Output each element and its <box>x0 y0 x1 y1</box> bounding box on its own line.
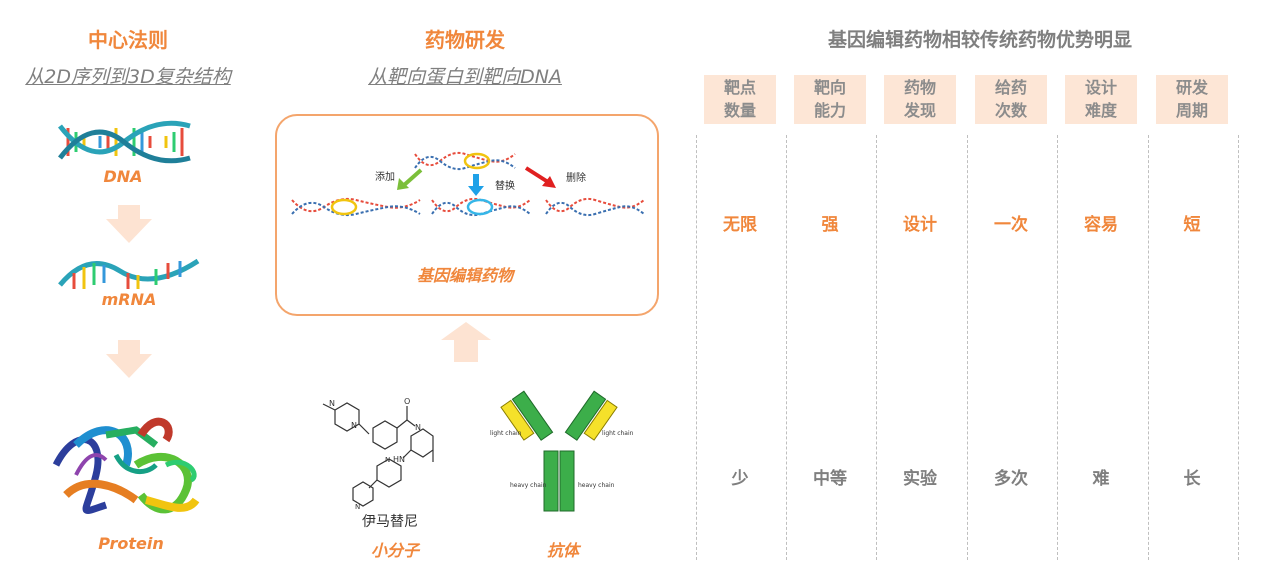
column-header-line: 靶向 <box>813 78 846 97</box>
column-divider <box>786 135 787 560</box>
column-divider <box>876 135 877 560</box>
gene-editing-value: 无限 <box>723 215 757 235</box>
column-header-line: 能力 <box>813 101 846 120</box>
column-header-line: 研发 <box>1175 78 1208 97</box>
traditional-drug-value: 实验 <box>903 469 937 489</box>
add-label: 添加 <box>375 172 395 183</box>
added-dna-image <box>291 197 421 217</box>
small-molecule-label: 小分子 <box>370 541 419 560</box>
central-dogma-title: 中心法则 <box>88 28 168 52</box>
antibody-image: light chain light chain heavy chain heav… <box>490 390 634 512</box>
column-header: 靶点数量 <box>704 75 776 124</box>
column-divider <box>696 135 697 560</box>
column-header-line: 次数 <box>994 101 1027 120</box>
svg-text:N: N <box>351 421 357 430</box>
column-header-line: 数量 <box>723 101 756 120</box>
svg-text:N: N <box>415 423 421 432</box>
column-header-line: 发现 <box>903 101 936 120</box>
gene-editing-value: 短 <box>1183 215 1201 235</box>
replace-label: 替换 <box>495 181 515 192</box>
imatinib-structure-image: N N O N HN N N <box>322 397 434 511</box>
comparison-title: 基因编辑药物相较传统药物优势明显 <box>827 29 1132 51</box>
column-header: 靶向能力 <box>794 75 866 124</box>
gene-editing-caption: 基因编辑药物 <box>416 266 513 285</box>
column-divider <box>1238 135 1239 560</box>
light-chain-left-label: light chain <box>490 430 522 437</box>
gene-editing-value: 设计 <box>903 215 937 235</box>
svg-text:N: N <box>385 456 390 464</box>
light-chain-right-label: light chain <box>602 430 634 437</box>
mrna-label: mRNA <box>101 290 157 309</box>
delete-label: 删除 <box>566 173 586 184</box>
source-dna-image <box>414 151 516 171</box>
column-divider <box>1148 135 1149 560</box>
column-header-line: 药物 <box>903 78 936 97</box>
heavy-chain-right-label: heavy chain <box>578 482 615 489</box>
traditional-drug-value: 难 <box>1092 469 1110 489</box>
up-arrow-icon <box>441 322 491 362</box>
svg-text:HN: HN <box>393 455 405 464</box>
dna-helix-image <box>58 120 191 164</box>
central-dogma-subtitle: 从2D序列到3D复杂结构 <box>25 66 231 88</box>
column-header-line: 给药 <box>994 78 1027 97</box>
down-arrow-icon <box>106 205 152 243</box>
svg-text:O: O <box>404 397 410 406</box>
heavy-chain-left-label: heavy chain <box>510 482 547 489</box>
column-header-line: 靶点 <box>723 78 756 97</box>
column-header-line: 周期 <box>1175 101 1208 120</box>
add-arrow-icon <box>397 168 423 190</box>
deleted-dna-image <box>545 197 645 217</box>
gene-editing-box <box>275 114 659 316</box>
column-divider <box>967 135 968 560</box>
column-divider <box>1057 135 1058 560</box>
column-header: 设计难度 <box>1065 75 1137 124</box>
gene-editing-value: 一次 <box>994 215 1028 235</box>
traditional-drug-value: 中等 <box>813 469 847 489</box>
antibody-label: 抗体 <box>546 541 579 560</box>
gene-editing-value: 容易 <box>1084 215 1118 235</box>
column-header-line: 难度 <box>1084 101 1117 120</box>
protein-label: Protein <box>98 534 164 553</box>
column-header: 研发周期 <box>1156 75 1228 124</box>
svg-text:N: N <box>355 503 360 511</box>
svg-text:N: N <box>329 399 335 408</box>
traditional-drug-value: 长 <box>1183 469 1201 489</box>
gene-editing-value: 强 <box>821 215 839 235</box>
imatinib-name: 伊马替尼 <box>362 514 418 530</box>
replaced-dna-image <box>431 197 531 217</box>
drug-discovery-title: 药物研发 <box>425 28 505 52</box>
protein-structure-image <box>52 417 200 514</box>
down-arrow-icon <box>106 340 152 378</box>
column-header: 药物发现 <box>884 75 956 124</box>
traditional-drug-value: 少 <box>731 469 749 489</box>
traditional-drug-value: 多次 <box>994 469 1028 489</box>
replace-arrow-icon <box>468 174 484 196</box>
column-header-line: 设计 <box>1084 78 1117 97</box>
dna-label: DNA <box>103 167 143 186</box>
column-header: 给药次数 <box>975 75 1047 124</box>
drug-discovery-subtitle: 从靶向蛋白到靶向DNA <box>368 66 562 88</box>
mrna-strand-image <box>58 258 200 289</box>
delete-arrow-icon <box>524 166 556 188</box>
